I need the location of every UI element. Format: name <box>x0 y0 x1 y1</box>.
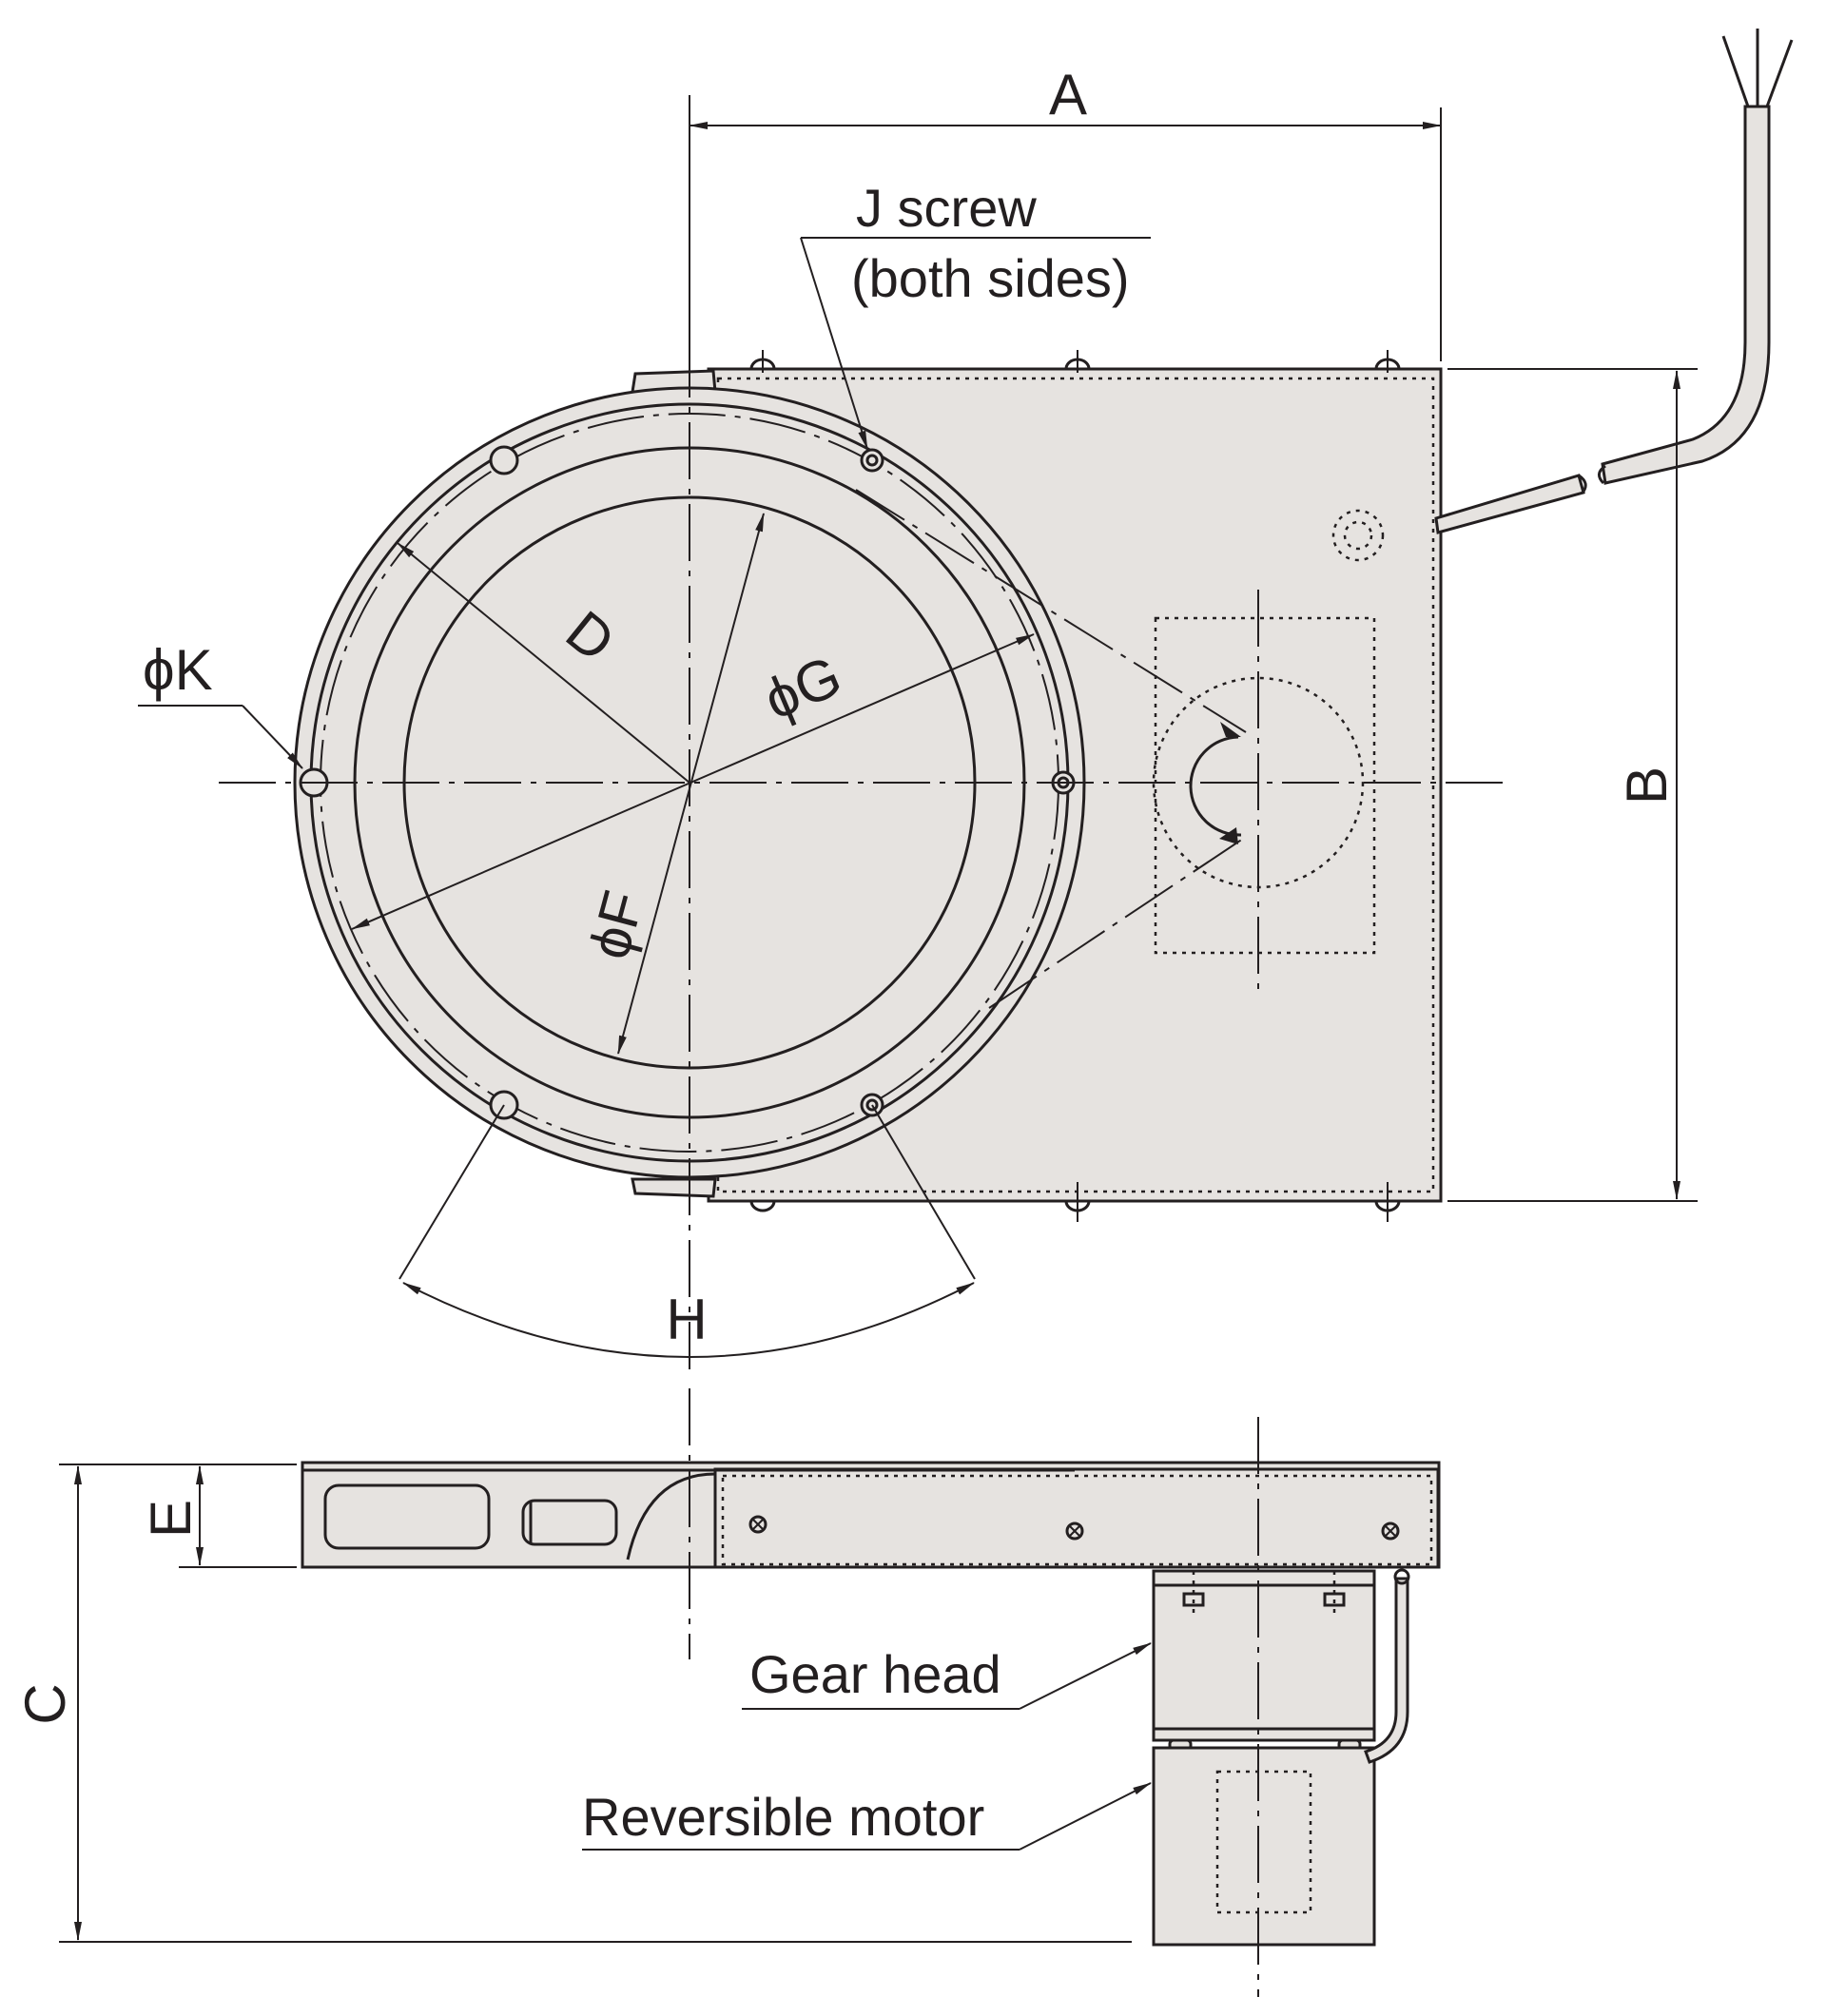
cable <box>1601 105 1771 485</box>
dim-e-label: E <box>139 1500 203 1538</box>
dim-b-label: B <box>1615 766 1679 804</box>
motor-flange <box>1152 1727 1376 1742</box>
dim-c-label: C <box>13 1683 77 1724</box>
side-flange-curve <box>626 1472 716 1560</box>
dim-h-label: H <box>666 1288 707 1351</box>
side-screws <box>748 1515 1400 1541</box>
gear-head-leader <box>1019 1642 1152 1710</box>
side-slot-large <box>323 1483 491 1550</box>
side-housing-cover <box>713 1467 1440 1569</box>
j-screw-label-line1: J screw <box>856 178 1037 238</box>
housing-inner-edge <box>716 377 1435 1193</box>
side-slot-small <box>521 1499 618 1546</box>
top-view: A B D ϕG ϕF ϕK J screw (both sides) H <box>138 29 1794 1369</box>
dim-a-label: A <box>1049 63 1087 126</box>
j-screw-leader <box>800 237 868 450</box>
drive-shaft-arc <box>1189 735 1242 837</box>
side-view: E C Gear head Reversible motor <box>13 1388 1441 1997</box>
cable-wires <box>1721 29 1794 107</box>
belt-line-upper <box>855 489 1247 733</box>
flange-tab-bottom <box>631 1177 717 1198</box>
dim-k-label: ϕK <box>143 638 213 702</box>
dim-f-line <box>617 513 765 1055</box>
gear-head-label: Gear head <box>749 1644 1001 1704</box>
gear-head-body <box>1152 1569 1376 1739</box>
motor-body <box>1152 1746 1376 1947</box>
motor-cable <box>1364 1577 1409 1764</box>
motor-terminal-box-hidden <box>1215 1770 1312 1914</box>
belt-line-lower <box>988 836 1247 1009</box>
j-screw-label-line2: (both sides) <box>851 248 1130 308</box>
cable-stub <box>1434 474 1585 534</box>
cable-gland <box>1331 509 1385 562</box>
dim-k-leader <box>242 705 303 769</box>
reversible-motor-label: Reversible motor <box>582 1787 984 1847</box>
dim-h-arc <box>402 1282 975 1358</box>
housing-screws <box>749 350 1401 1222</box>
reversible-motor-leader <box>1019 1782 1152 1851</box>
